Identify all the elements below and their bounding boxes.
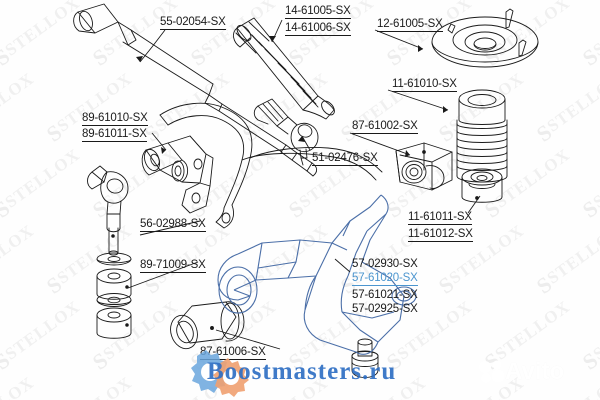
bump-stop-drawing (456, 89, 508, 183)
part-label-strut-mount-bush-1: 11-61011-SX (408, 211, 472, 225)
part-label-tie-rod-axial: 55-02054-SX (160, 16, 226, 30)
part-label-control-arm-3: 57-61021-SX (352, 289, 418, 301)
part-label-stab-bush-1: 89-61010-SX (82, 112, 148, 126)
part-label-steering-boot-2: 14-61006-SX (285, 22, 351, 36)
part-label-stab-bush-2: 89-61011-SX (82, 128, 147, 142)
stabilizer-bar-drawing (159, 102, 383, 229)
steering-rack-boot-drawing (233, 17, 335, 120)
boostmasters-watermark: Boostmasters.ru (207, 358, 397, 385)
ball-joint-drawing (351, 338, 379, 378)
part-label-link-bush-kit: 89-71009-SX (140, 259, 206, 273)
stabilizer-link-drawing (87, 165, 132, 339)
strut-top-mount-drawing (431, 8, 539, 68)
front-lower-control-arm-drawing (217, 194, 417, 355)
avito-logo-icon (479, 360, 505, 383)
control-arm-rear-bush-drawing (395, 142, 453, 191)
part-label-strut-mount: 12-61005-SX (377, 18, 443, 32)
avito-watermark: Avito (505, 358, 565, 385)
part-label-tie-rod-end: 51-02476-SX (312, 152, 378, 166)
part-label-control-arm-2[interactable]: 57-61020-SX (352, 272, 418, 286)
part-label-arm-bush-rear: 87-61002-SX (352, 120, 418, 134)
part-label-control-arm-4: 57-02925-SX (352, 303, 418, 315)
boostmasters-gear-icon (191, 350, 249, 397)
part-label-bump-stop: 11-61010-SX (392, 78, 457, 92)
outer-tie-rod-end-drawing (253, 98, 319, 166)
part-label-control-arm-1: 57-02930-SX (352, 258, 418, 270)
part-label-strut-mount-bush-2: 11-61012-SX (408, 228, 473, 242)
part-label-stab-link: 56-02988-SX (140, 218, 206, 232)
stabilizer-bar-bushing-drawing (141, 135, 214, 214)
part-label-steering-boot-1: 14-61005-SX (285, 5, 351, 19)
